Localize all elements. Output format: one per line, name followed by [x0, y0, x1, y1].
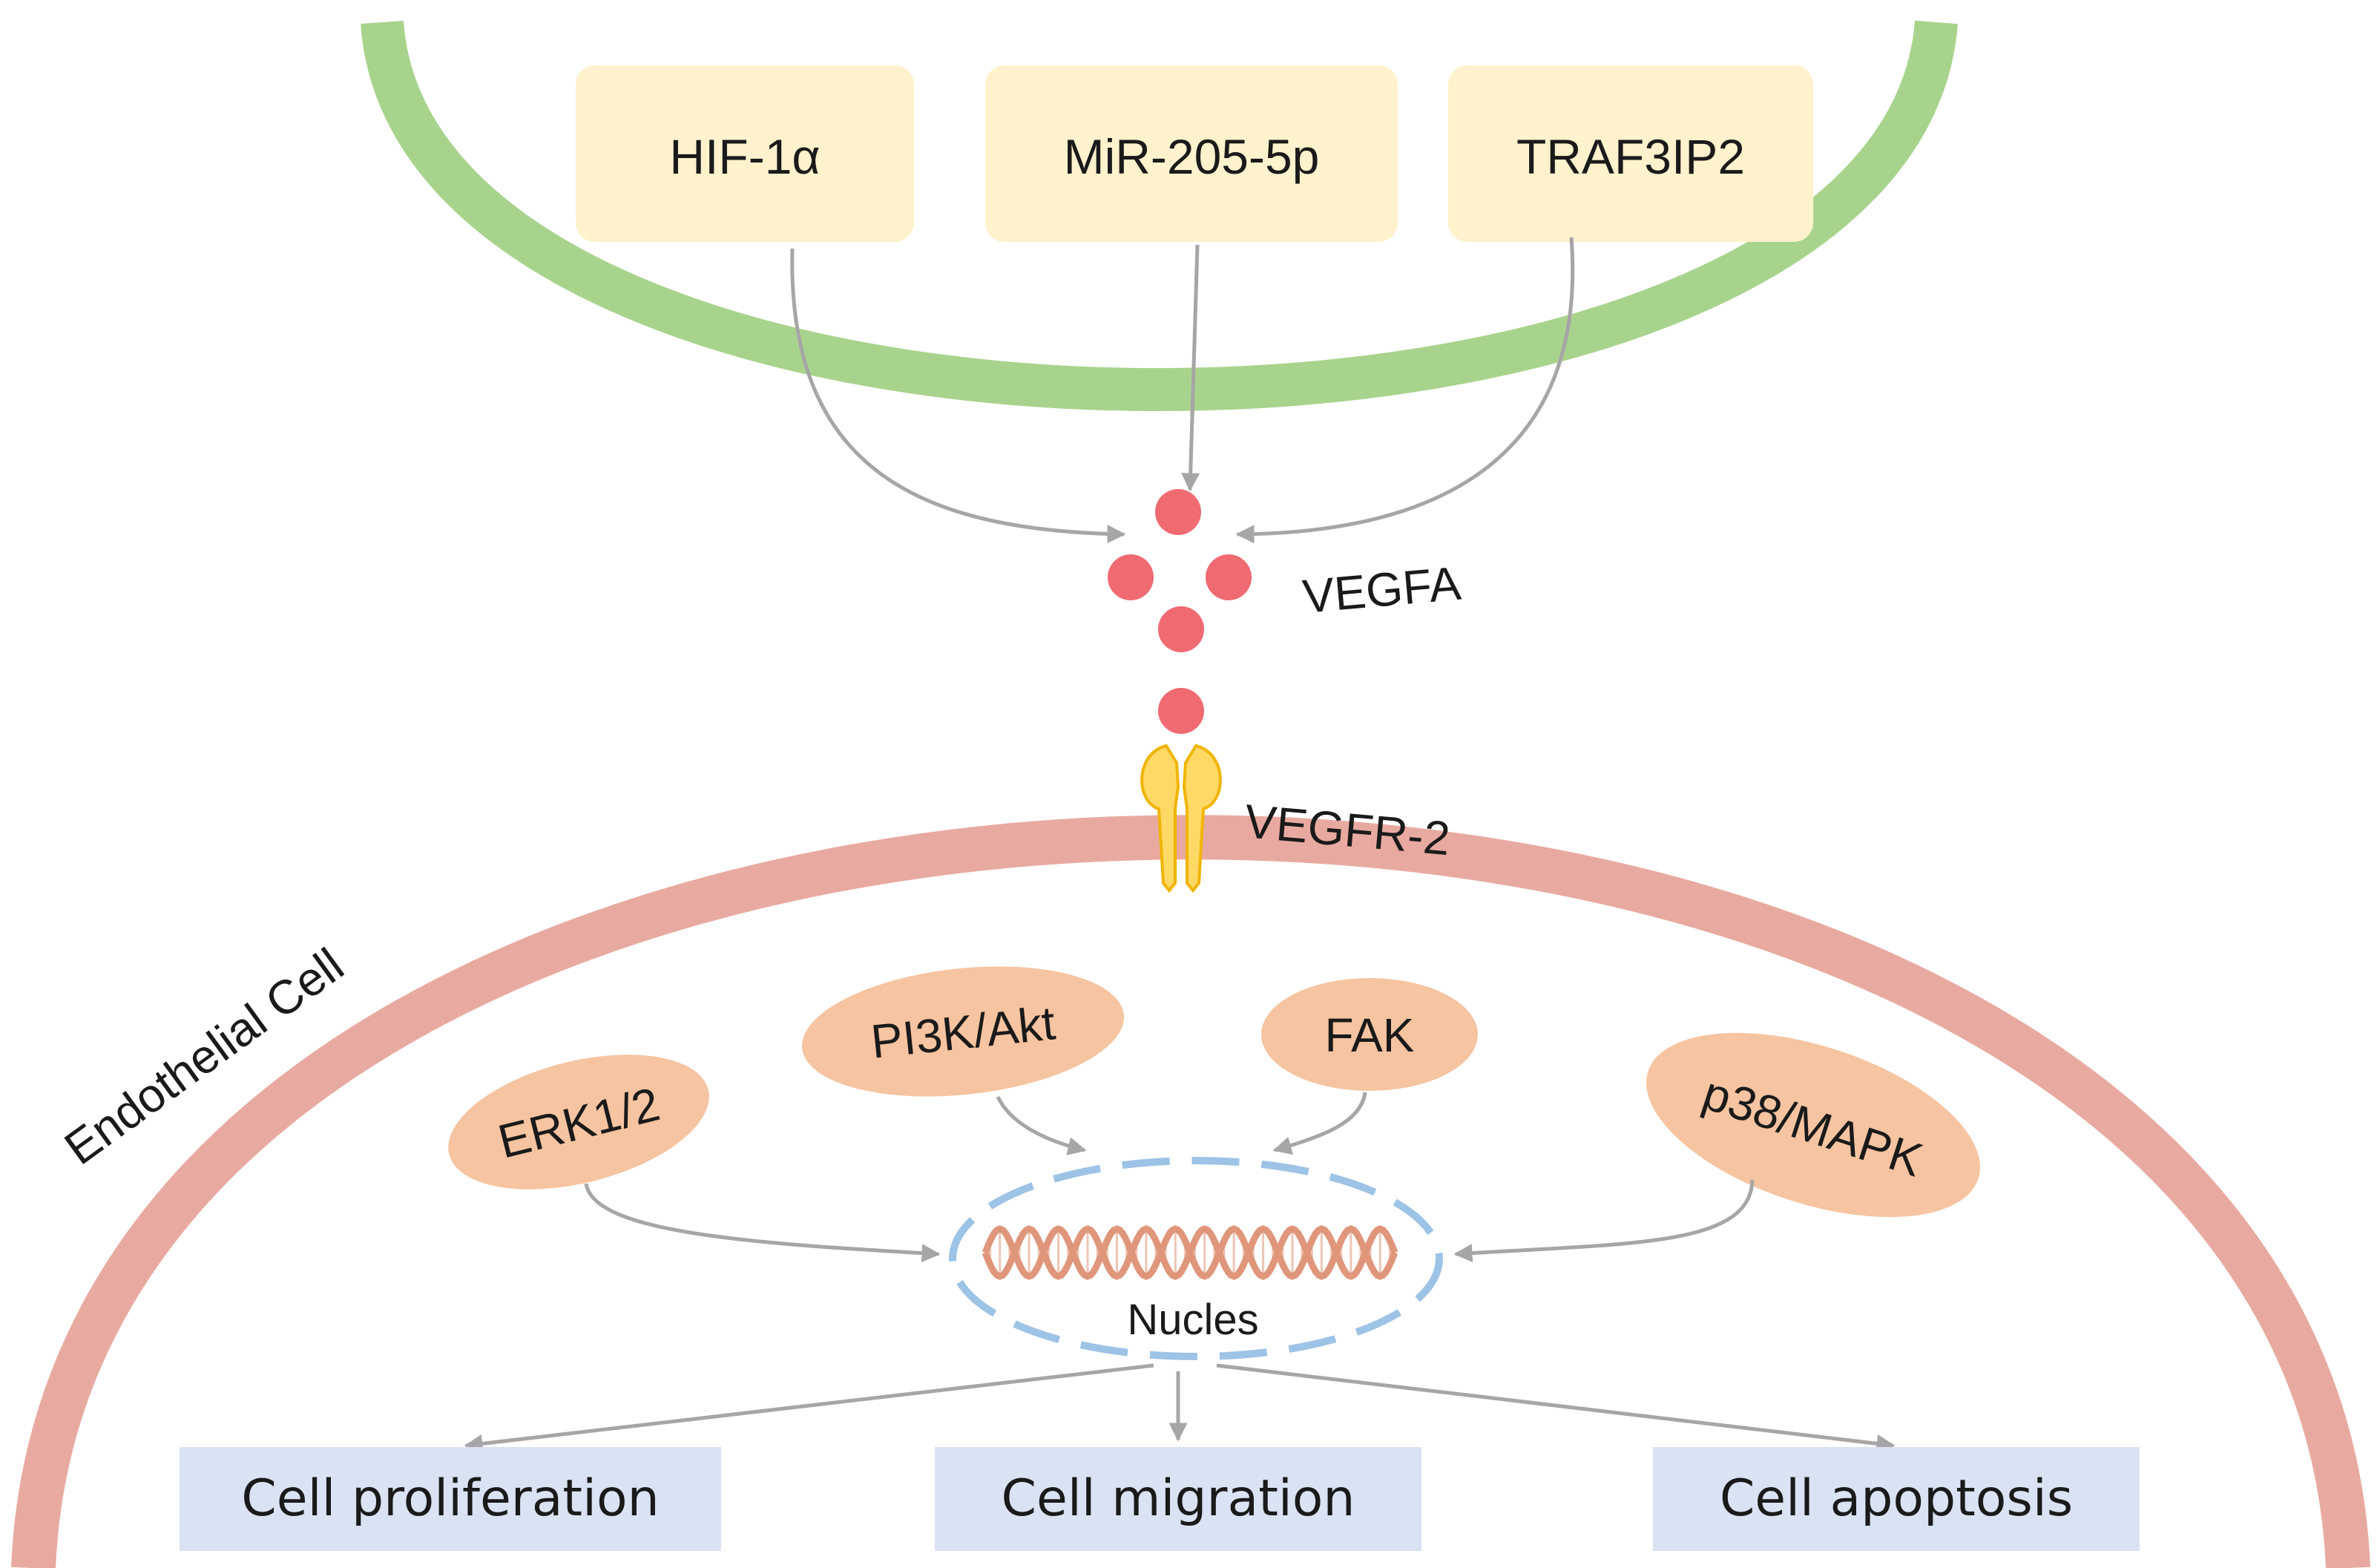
- outcome-label-apoptosis: Cell apoptosis: [1720, 1469, 2073, 1528]
- outcome-label-proliferation: Cell proliferation: [241, 1469, 659, 1528]
- arrow-hif1a-to-vegfa: [790, 248, 1126, 544]
- vegfa-label: VEGFA: [1301, 557, 1463, 623]
- arrow-traf3ip2-to-vegfa: [1235, 237, 1575, 544]
- vegfa-ligand-dot: [1155, 489, 1201, 535]
- upstream-box-traf3ip2: [1448, 65, 1813, 242]
- vegfa-ligand-dot: [1158, 606, 1204, 652]
- outcome-box-apoptosis: [1653, 1447, 2140, 1551]
- upstream-box-hif1a: [576, 65, 914, 242]
- vegfr2-receptor: [1140, 744, 1222, 893]
- outer-membrane-arc: [361, 20, 1958, 411]
- vegfa-ligand-dot: [1158, 688, 1204, 734]
- arrow-mir205-to-vegfa: [1181, 244, 1200, 492]
- outcome-box-migration: [935, 1447, 1421, 1551]
- arrow-fak-to-nucleus: [1272, 1092, 1367, 1155]
- nucleus-label: Nucles: [1127, 1296, 1258, 1344]
- pathway-ellipse-p38-mapk: [1646, 1032, 1980, 1218]
- outcome-label-migration: Cell migration: [1002, 1469, 1355, 1528]
- pathway-ellipse-pi3k-akt: [802, 966, 1124, 1097]
- outcome-box-proliferation: [180, 1447, 721, 1551]
- upstream-label-hif1a: HIF-1α: [669, 129, 820, 184]
- vegfa-ligand-dot: [1108, 554, 1154, 600]
- arrow-nucleus-to-apoptosis: [1216, 1363, 1896, 1453]
- pathway-label-fak: FAK: [1325, 1008, 1415, 1062]
- pathway-ellipse-erk12: [448, 1054, 709, 1190]
- dna-strand: [982, 1225, 1398, 1280]
- pathway-ellipse-fak: [1261, 978, 1478, 1091]
- vegfa-ligand-dot: [1206, 554, 1252, 600]
- arrow-erk12-to-nucleus: [584, 1183, 941, 1263]
- upstream-label-traf3ip2: TRAF3IP2: [1516, 129, 1745, 184]
- arrow-pi3k-to-nucleus: [996, 1095, 1087, 1155]
- upstream-box-mir205: [985, 65, 1398, 242]
- arrow-p38-to-nucleus: [1453, 1179, 1755, 1263]
- arrow-nucleus-to-proliferation: [464, 1363, 1154, 1453]
- dna-helix-icon: [982, 1225, 1398, 1280]
- upstream-label-mir205: MiR-205-5p: [1064, 129, 1320, 184]
